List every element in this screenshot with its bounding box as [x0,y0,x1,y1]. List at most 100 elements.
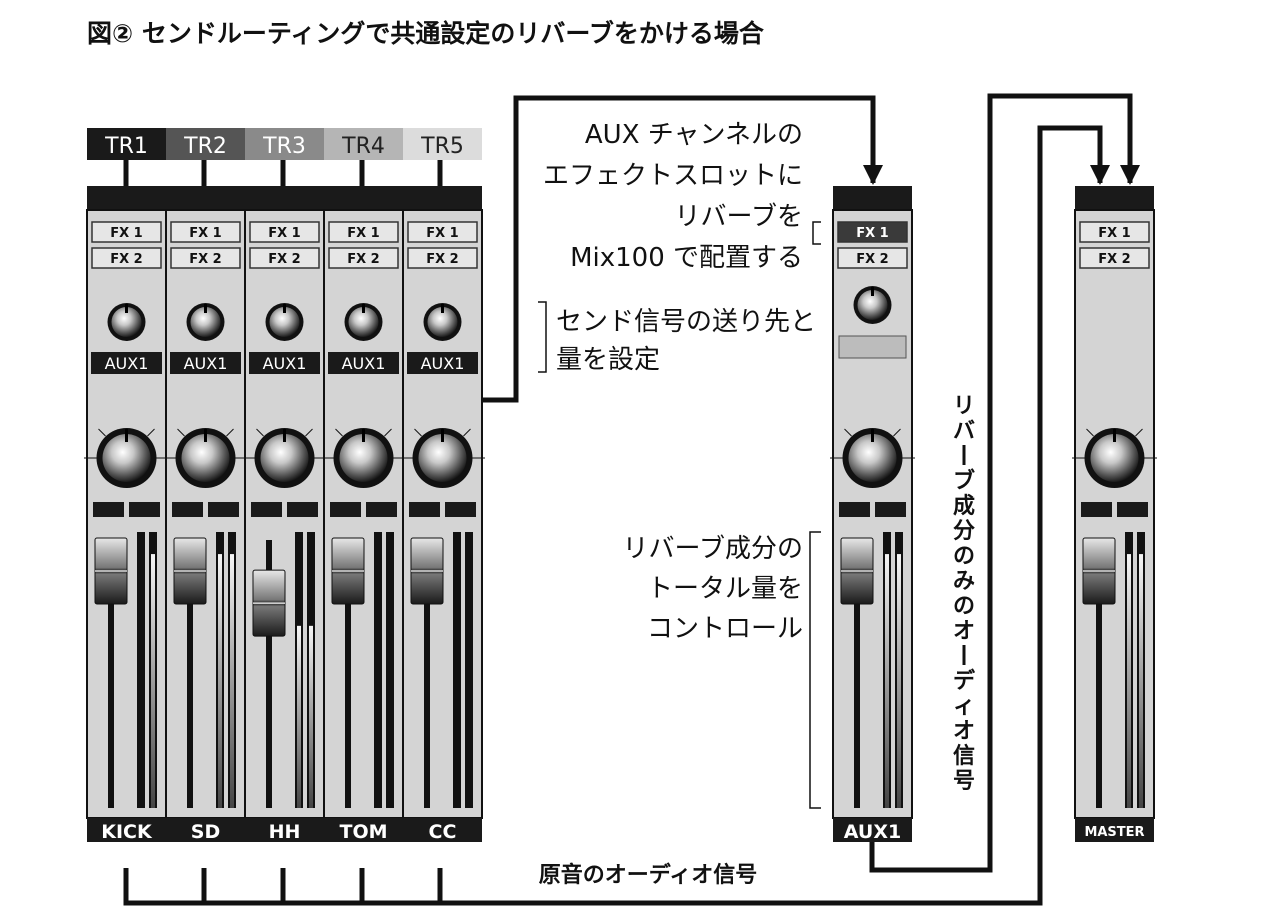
track-1-solo [129,502,160,517]
master-mute [1081,502,1112,517]
track-4-solo [366,502,397,517]
track-3-solo [287,502,318,517]
track-5-name: CC [429,821,457,843]
annotation-aux-effect-line: Mix100 で配置する [570,243,803,273]
annotation-aux-effect-line: リバーブを [675,202,803,232]
track-5-pan-knob-face [418,434,467,482]
track-tab-label: TR1 [104,134,148,159]
master-fx1-slot [1079,221,1150,243]
annotation-reverb-total-line: リバーブ成分の [623,534,803,564]
bracket-reverb-total [809,531,821,809]
track-1-fx1-slot [91,221,162,243]
track-1-pan-knob-face [102,434,151,482]
track-5-send-knob-face [427,307,458,337]
track-5-solo [445,502,476,517]
track-3-send-knob-face [269,307,300,337]
bracket-send [538,301,547,373]
aux-strip: FX 1 FX 2 AUX1 [830,186,915,843]
aux-meter-fill-1 [885,554,889,808]
track-tab-5 [403,128,482,160]
vertical-text-char: オ [953,619,975,644]
track-2-send-knob-face [190,307,221,337]
aux-fx2-slot-label: FX 2 [856,252,888,267]
track-1-fader-track [108,540,114,808]
vertical-text-char: オ [953,719,975,744]
track-4-pan-knob-tick-right [384,428,392,437]
track-2-mute [172,502,203,517]
track-1-fx2-slot-label: FX 2 [110,252,142,267]
master-name-bar [1075,818,1154,842]
track-5-meter-2 [465,532,473,808]
track-1-send-label: AUX1 [105,354,149,373]
aux-header [833,186,912,210]
track-2-meter-fill-1 [218,554,222,808]
aux-fx2-slot [837,247,908,269]
master-fader-track [1096,540,1102,808]
master-name: MASTER [1084,825,1144,840]
track-3-fader-track [266,540,272,808]
track-3-send-box [249,352,320,374]
track-5-fader-track [424,540,430,808]
track-tab-1 [87,128,166,160]
track-5-mute [409,502,440,517]
track-name-bar [87,818,482,842]
aux-send-box [838,335,907,359]
track-4-fx1-slot-label: FX 1 [347,226,379,241]
annotation-original-signal: 原音のオーディオ信号 [539,862,757,888]
vertical-text-char: 信 [953,743,975,769]
vertical-text-char: デ [953,668,976,694]
track-2-fx1-slot [170,221,241,243]
track-4-meter-2 [386,532,394,808]
master-pan-knob-face [1090,434,1139,482]
track-tab-4 [324,128,403,160]
track-3-pan-knob-tick-left [256,428,264,437]
annotation-aux-effect-line: エフェクトスロットに [543,161,803,191]
master-pan-knob-tick-right [1135,428,1143,437]
track-2-send-box [170,352,241,374]
track-tab-label: TR4 [341,134,385,159]
original-signal-line [123,125,1110,906]
track-3-fx2-slot-label: FX 2 [268,252,300,267]
track-header-bar [87,186,482,210]
vertical-text-char: の [953,594,975,619]
vertical-text-char: の [953,544,975,569]
track-2-fx2-slot [170,247,241,269]
annotation-reverb-total-line: コントロール [647,614,803,644]
aux-fx1-slot-label: FX 1 [856,226,888,241]
track-5-fx2-slot [407,247,478,269]
aux-name: AUX1 [844,821,901,843]
track-2-pan-knob-tick-left [177,428,185,437]
track-4-send-knob-face [348,307,379,337]
track-2-send-label: AUX1 [184,354,228,373]
master-solo [1117,502,1148,517]
track-2-pan-knob-tick-right [226,428,234,437]
aux-send-knob-face [857,290,888,320]
track-3-pan-knob-tick-right [305,428,313,437]
track-1-send-box [91,352,162,374]
aux-pan-knob-face [848,434,897,482]
track-3-mute [251,502,282,517]
track-3-fx1-slot-label: FX 1 [268,226,300,241]
annotation-aux-effect-line: AUX チャンネルの [585,120,803,150]
track-5-meter-1 [453,532,461,808]
track-4-fx1-slot [328,221,399,243]
aux-name-bar [833,818,912,842]
track-5-send-box [407,352,478,374]
track-1-pan-knob-tick-right [147,428,155,437]
master-fx2-slot [1079,247,1150,269]
track-2-pan-knob-face [181,434,230,482]
vertical-text-char: 号 [953,769,975,794]
aux-fx1-slot [837,221,908,243]
track-tab-3 [245,128,324,160]
vertical-text-char: ブ [953,468,975,494]
track-tab-2 [166,128,245,160]
vertical-text-char: バ [953,419,975,444]
track-5-send-label: AUX1 [421,354,465,373]
track-2-fx1-slot-label: FX 1 [189,226,221,241]
track-tab-label: TR2 [183,134,227,159]
track-1-name: KICK [101,821,153,843]
